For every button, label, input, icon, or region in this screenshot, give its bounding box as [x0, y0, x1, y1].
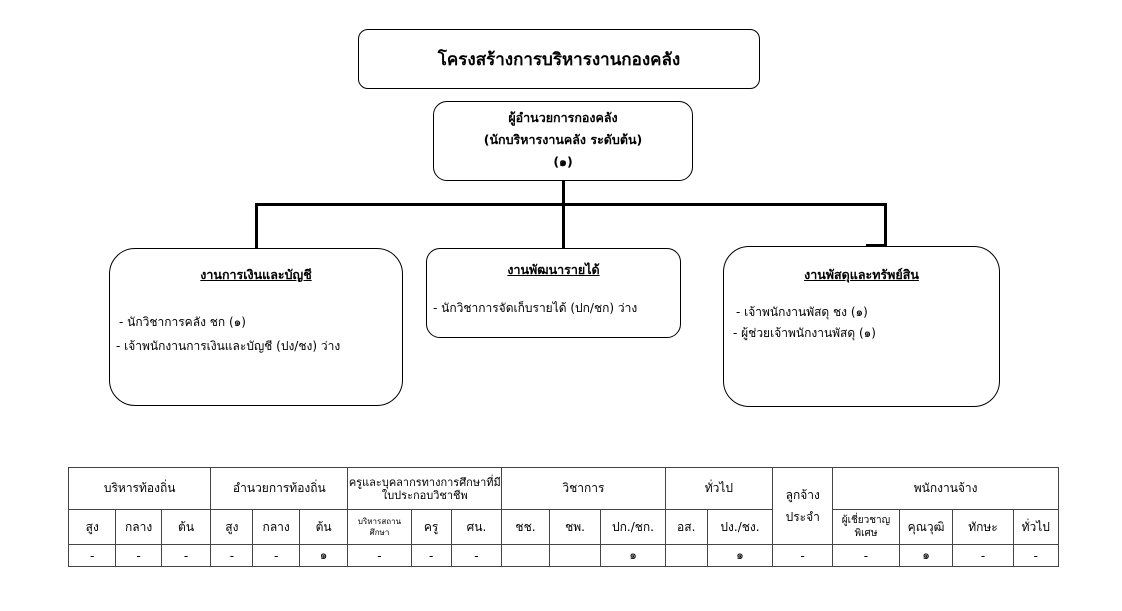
group-header: บริหารท้องถิ่น — [67, 467, 212, 510]
unit-procurement-item: - ผู้ช่วยเจ้าพนักงานพัสดุ (๑) — [733, 326, 876, 340]
table-cell: - — [952, 544, 1014, 567]
sub-header: กลาง — [252, 509, 300, 545]
connector-right-drop — [884, 203, 887, 246]
connector-right-hook — [866, 244, 887, 247]
chart-title: โครงสร้างการบริหารงานกองคลัง — [437, 49, 681, 70]
unit-revenue-title: งานพัฒนารายได้ — [507, 262, 600, 277]
unit-finance-title: งานการเงินและบัญชี — [200, 267, 312, 282]
unit-revenue-item: - นักวิชาการจัดเก็บรายได้ (ปก/ชก) ว่าง — [433, 301, 638, 315]
table-sub-header-row: สูง กลาง ต้น สูง กลาง ต้น บริหารสถานศึกษ… — [67, 509, 1060, 545]
unit-finance-item: - นักวิชาการคลัง ชก (๑) — [119, 315, 246, 329]
employee-label: ลูกจ้าง — [785, 488, 820, 502]
sub-header: อส. — [664, 509, 708, 545]
sub-header: สูง — [210, 509, 254, 545]
staffing-table: บริหารท้องถิ่น อำนวยการท้องถิ่น ครูและบุ… — [67, 467, 1060, 567]
group-header: วิชาการ — [501, 467, 666, 510]
table-cell: - — [67, 544, 117, 567]
group-header: ทั่วไป — [664, 467, 774, 510]
chart-title-box: โครงสร้างการบริหารงานกองคลัง — [358, 29, 760, 89]
table-cell: - — [115, 544, 162, 567]
group-header: พนักงานจ้าง — [832, 467, 1059, 510]
table-cell: - — [410, 544, 452, 567]
table-cell: - — [160, 544, 212, 567]
employee-sub-label: ประจำ — [785, 510, 820, 524]
table-cell: - — [450, 544, 503, 567]
unit-procurement-title: งานพัสดุและทรัพย์สิน — [804, 267, 919, 282]
sub-header: ทักษะ — [952, 509, 1014, 545]
connector-left-drop — [255, 203, 258, 248]
sub-header: ปง./ชง. — [706, 509, 774, 545]
sub-header: กลาง — [115, 509, 162, 545]
director-position: ผู้อำนวยการกองคลัง — [508, 110, 618, 125]
group-header: ครูและบุคลากรทางการศึกษาที่มีใบประกอบวิช… — [347, 467, 503, 510]
table-group-header-row: บริหารท้องถิ่น อำนวยการท้องถิ่น ครูและบุ… — [67, 467, 1059, 545]
table-cell: - — [252, 544, 300, 567]
connector-horizontal — [255, 203, 887, 206]
sub-header: ปก./ชก. — [600, 509, 666, 545]
table-cell: ๑ — [898, 544, 954, 567]
table-cell: - — [210, 544, 254, 567]
sub-header: ต้น — [298, 509, 349, 545]
unit-finance-item: - เจ้าพนักงานการเงินและบัญชี (ปง/ชง) ว่า… — [116, 339, 341, 353]
table-cell: - — [772, 544, 834, 567]
connector-vertical-main — [562, 181, 565, 205]
director-level: (นักบริหารงานคลัง ระดับต้น) — [483, 132, 643, 147]
director-count: (๑) — [553, 154, 573, 169]
table-cell: ๑ — [600, 544, 666, 567]
table-cell — [664, 544, 708, 567]
sub-header: บริหารสถานศึกษา — [347, 509, 412, 545]
sub-header: สูง — [67, 509, 117, 545]
table-cell: ๑ — [298, 544, 349, 567]
unit-procurement-box: งานพัสดุและทรัพย์สิน - เจ้าพนักงานพัสดุ … — [723, 246, 1000, 407]
sub-header: ผู้เชี่ยวชาญพิเศษ — [832, 509, 900, 545]
sub-header: ต้น — [160, 509, 212, 545]
table-cell — [548, 544, 602, 567]
director-box: ผู้อำนวยการกองคลัง (นักบริหารงานคลัง ระด… — [433, 101, 693, 181]
sub-header: ครู — [410, 509, 452, 545]
table-cell: - — [347, 544, 412, 567]
unit-procurement-item: - เจ้าพนักงานพัสดุ ชง (๑) — [736, 305, 868, 319]
unit-finance-box: งานการเงินและบัญชี - นักวิชาการคลัง ชก (… — [109, 248, 403, 406]
sub-header: ศน. — [450, 509, 503, 545]
group-header: อำนวยการท้องถิ่น — [210, 467, 349, 510]
sub-header: ชพ. — [548, 509, 602, 545]
table-cell: - — [832, 544, 900, 567]
table-cell: - — [1012, 544, 1060, 567]
sub-header: คุณวุฒิ — [898, 509, 954, 545]
table-cell — [501, 544, 550, 567]
unit-revenue-box: งานพัฒนารายได้ - นักวิชาการจัดเก็บรายได้… — [426, 248, 681, 338]
sub-header: ชช. — [501, 509, 550, 545]
table-value-row: - - - - - ๑ - - - ๑ ๑ - - ๑ - - — [67, 544, 1060, 567]
table-cell: ๑ — [706, 544, 774, 567]
sub-header: ทั่วไป — [1012, 509, 1060, 545]
group-header-employee: ลูกจ้าง ประจำ — [772, 467, 834, 545]
connector-center-drop — [562, 203, 565, 248]
